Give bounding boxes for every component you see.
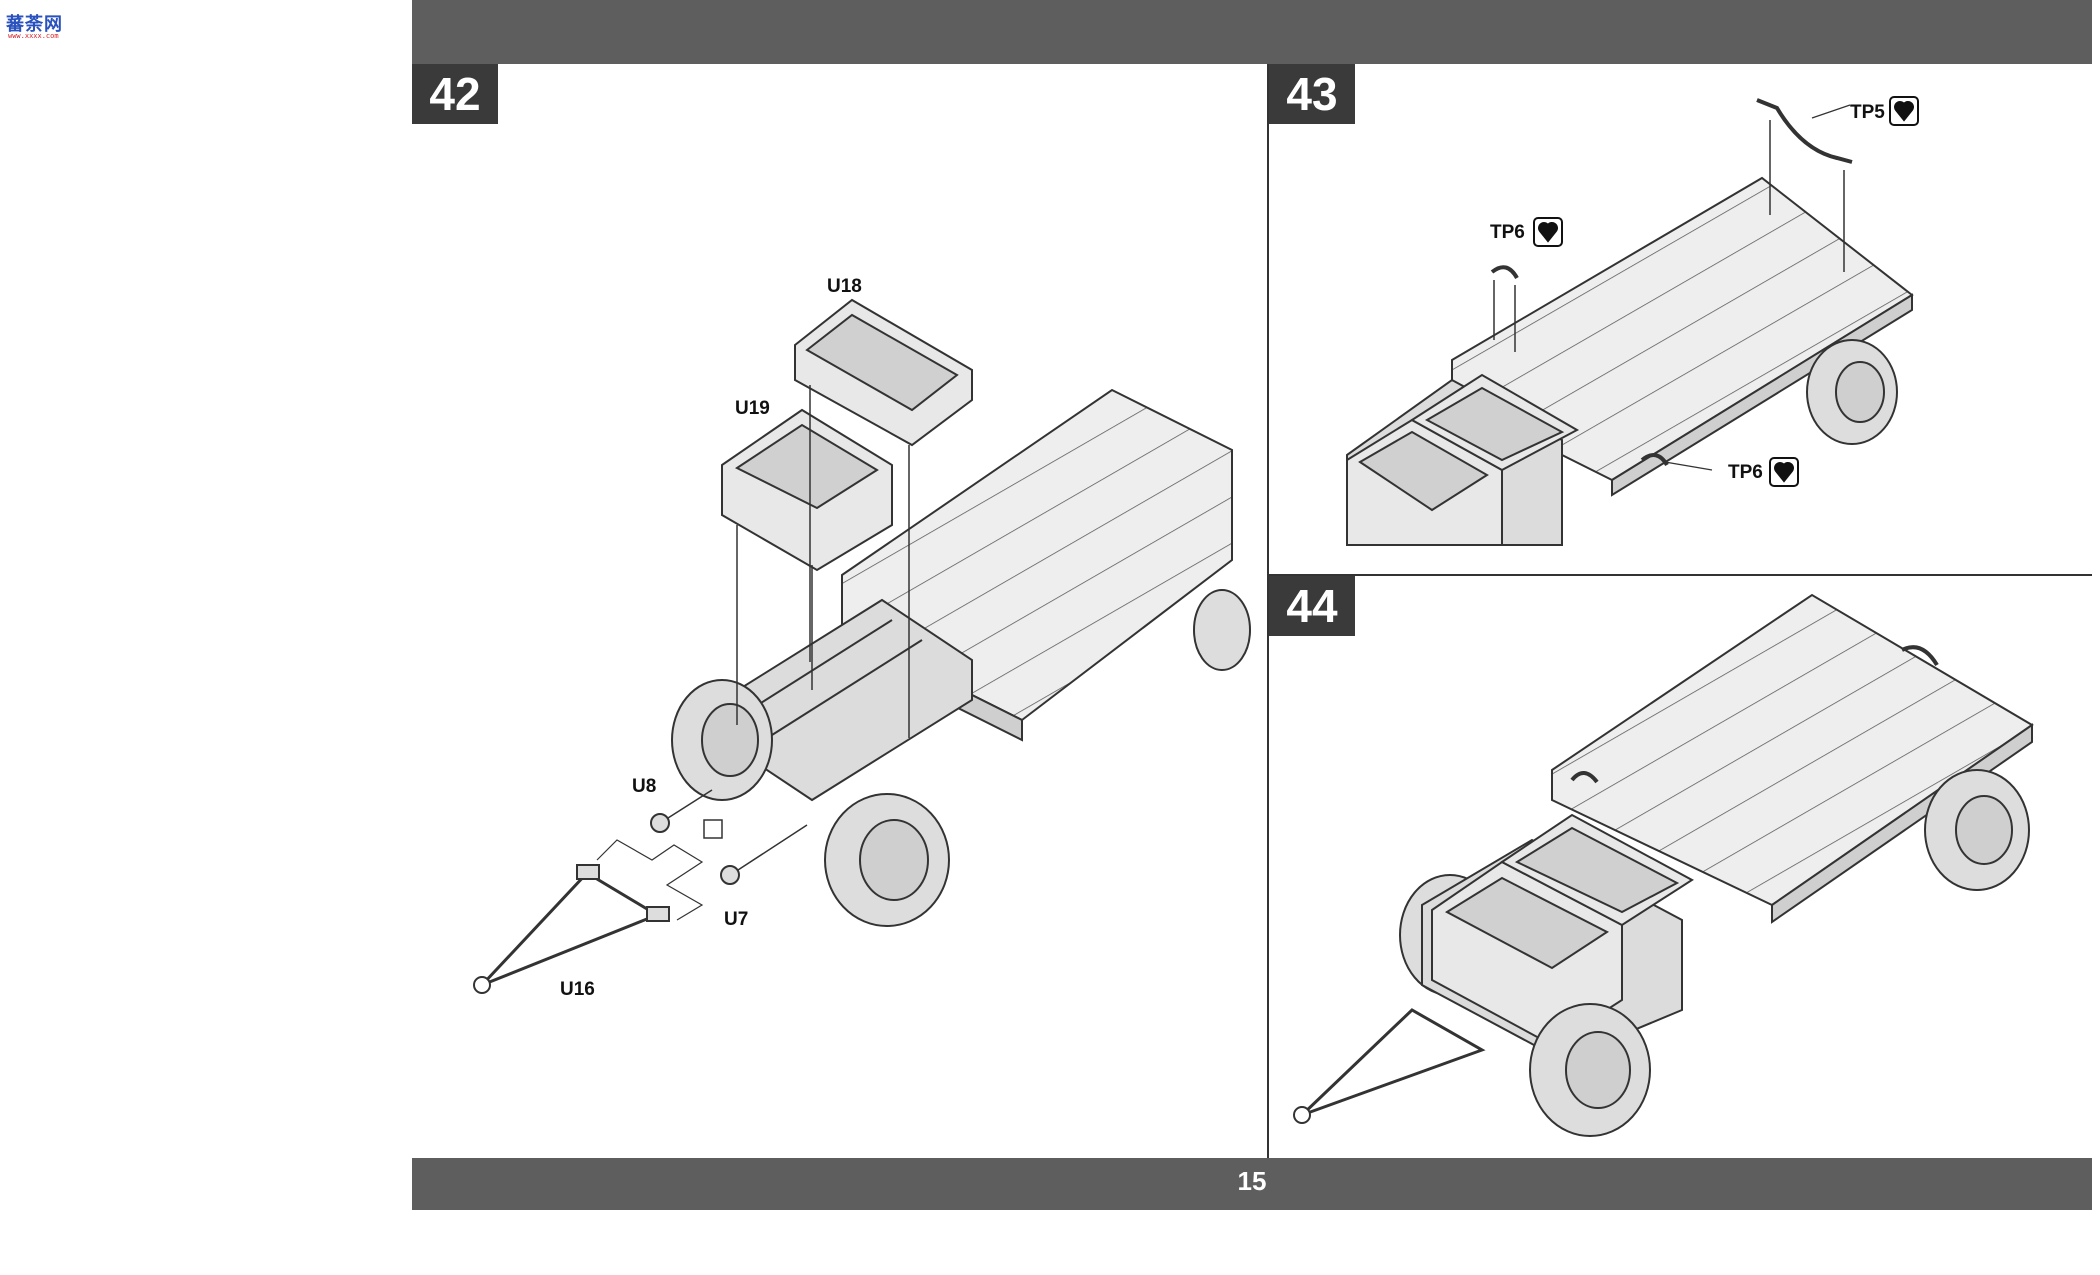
step-42-diagram <box>473 298 1251 994</box>
step-44-tow-bar <box>1300 1008 1486 1117</box>
step-43-label-tp6-left: TP6 <box>1490 222 1525 243</box>
step-44-diagram <box>1293 593 2034 1137</box>
step-42-mount-u7 <box>720 865 740 885</box>
page-number: 15 <box>1237 1166 1267 1196</box>
step-43-diagram <box>1346 98 1914 546</box>
vertical-divider <box>1267 64 1269 1158</box>
step-42-cement-mark <box>703 819 723 839</box>
footer-bar: 15 <box>412 1158 2092 1210</box>
step-42-label-u8: U8 <box>632 776 656 797</box>
site-logo: 蕃荼网 www.xxxx.com <box>6 10 70 42</box>
step-42-number: 42 <box>412 64 498 124</box>
step-43-number: 43 <box>1269 64 1355 124</box>
logo-subtext: www.xxxx.com <box>8 32 59 40</box>
step-43-label-tp5: TP5 <box>1850 102 1885 123</box>
step-42-label-u19: U19 <box>735 398 770 419</box>
instruction-page: 42 43 44 <box>412 0 2092 1210</box>
step-43-strap-tp5 <box>1756 98 1853 164</box>
step-42-mount-u8 <box>650 813 670 833</box>
step-42-label-u16: U16 <box>560 979 595 1000</box>
step-44-number: 44 <box>1269 576 1355 636</box>
step-42-label-u18: U18 <box>827 276 862 297</box>
step-43-strap-tp6-left <box>1490 265 1519 280</box>
horizontal-divider <box>1269 574 2092 576</box>
header-bar <box>412 0 2092 64</box>
step-42-label-u7: U7 <box>724 909 748 930</box>
assembly-illustrations: U18 U19 U8 U7 U16 TP5 TP6 TP6 <box>473 96 2034 1137</box>
logo-text: 蕃荼网 <box>6 14 63 35</box>
step-42-tow-bar-u16 <box>480 871 661 987</box>
step-43-label-tp6-right: TP6 <box>1728 462 1763 483</box>
heart-sticker-icon <box>1533 96 1919 487</box>
